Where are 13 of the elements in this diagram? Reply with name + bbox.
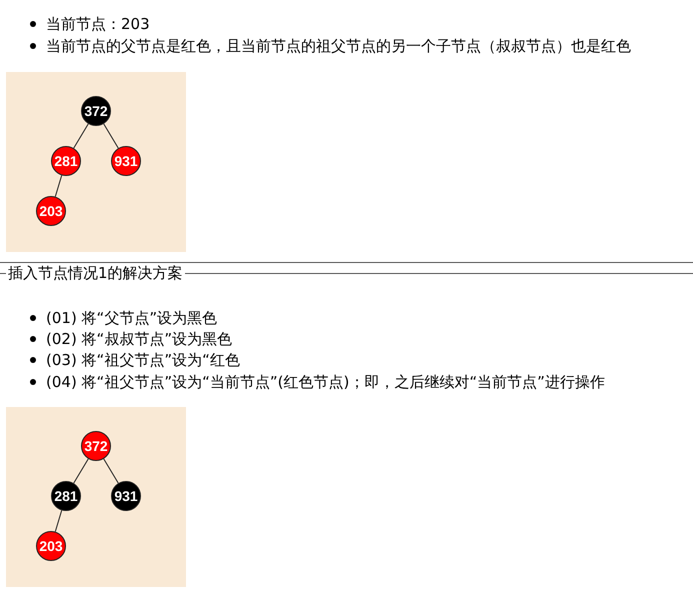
list-item: 当前节点的父节点是红色，且当前节点的祖父节点的另一个子节点（叔叔节点）也是红色 (46, 36, 631, 56)
list-item: (03) 将“祖父节点”设为“红色 (46, 350, 240, 370)
list-item: (04) 将“祖父节点”设为“当前节点”(红色节点)；即，之后继续对“当前节点”进行操作 (46, 372, 605, 392)
list-item: 当前节点：203 (46, 14, 150, 34)
list-item: (01) 将“父节点”设为黑色 (46, 308, 218, 328)
tree-edge (54, 174, 62, 198)
tree-edge (54, 510, 62, 532)
tree-edge (103, 458, 119, 484)
tree-edge (73, 458, 89, 484)
tree-edge (103, 123, 119, 149)
tree-edge (73, 123, 89, 149)
list-item: (02) 将“叔叔节点”设为黑色 (46, 329, 232, 349)
section-heading: 插入节点情况1的解决方案 (6, 263, 185, 283)
